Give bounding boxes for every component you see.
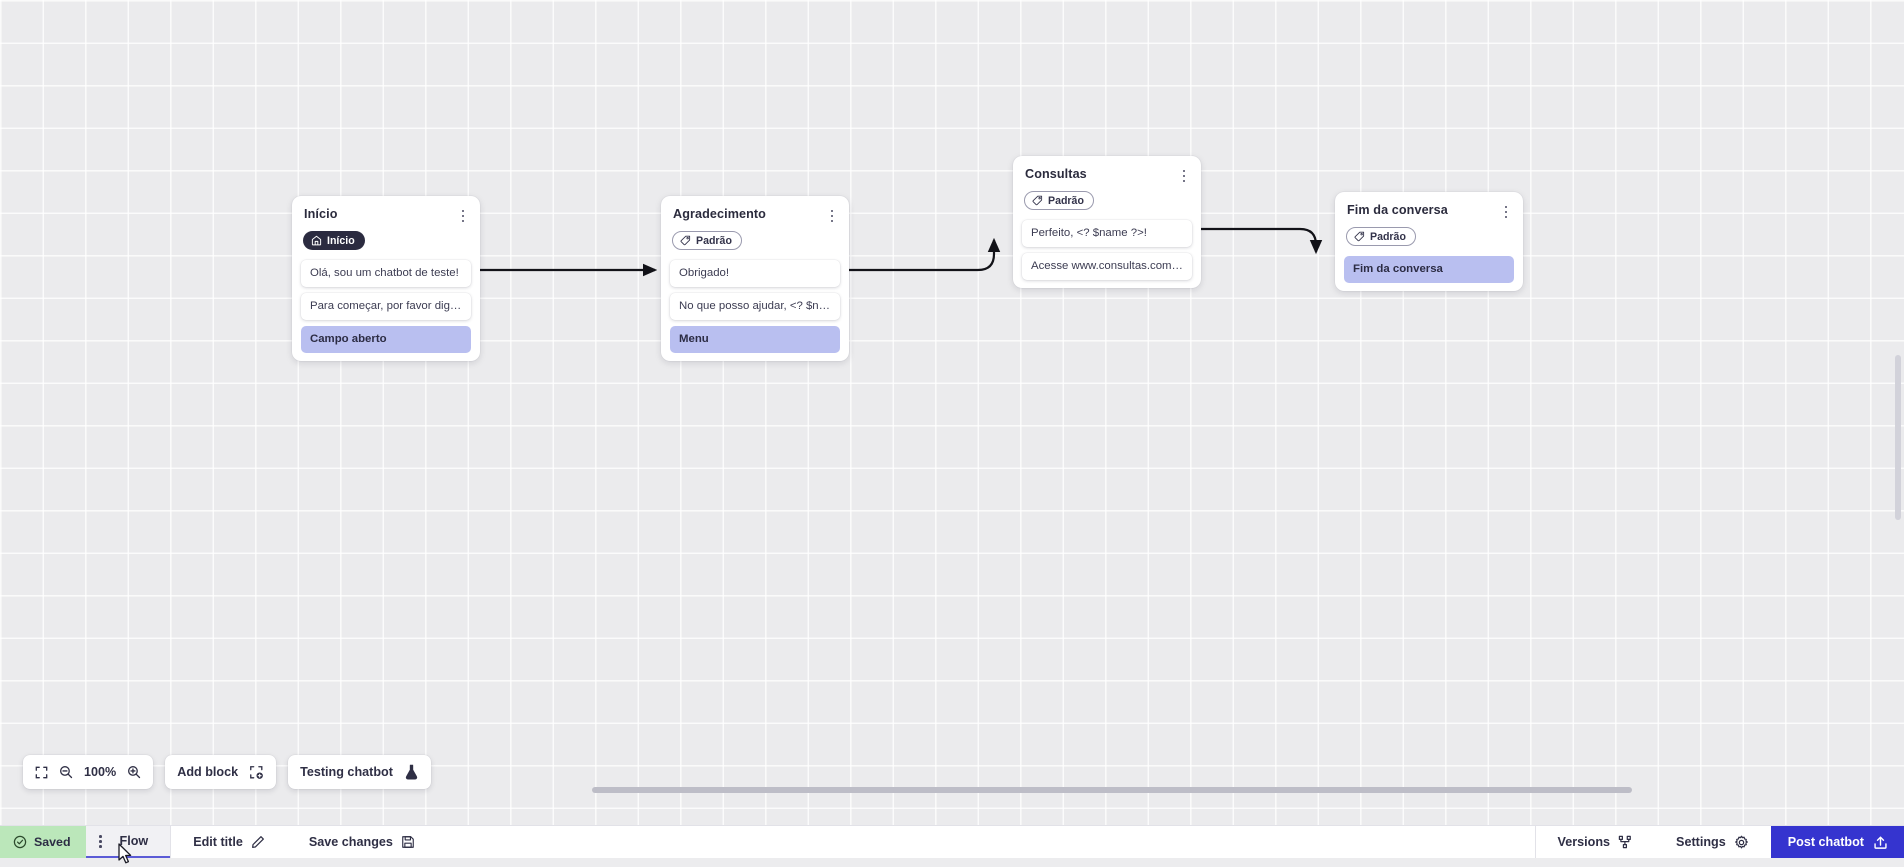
testing-chatbot-button[interactable]: Testing chatbot xyxy=(288,755,431,789)
kebab-menu-icon[interactable] xyxy=(825,208,839,224)
horizontal-scrollbar-thumb[interactable] xyxy=(592,787,1632,793)
connector-consultas-fim xyxy=(1201,229,1316,252)
settings-label: Settings xyxy=(1676,835,1726,849)
edit-title-label: Edit title xyxy=(193,835,243,849)
zoom-in-icon[interactable] xyxy=(127,765,141,779)
connector-layer xyxy=(0,0,1904,825)
flow-tab-menu-icon[interactable] xyxy=(94,834,108,850)
block-header: Início xyxy=(301,205,471,224)
post-chatbot-label: Post chatbot xyxy=(1788,835,1864,849)
canvas-toolbar[interactable]: 100% Add block Testing chatbot xyxy=(23,755,431,789)
block-message[interactable]: Para começar, por favor digite o ... xyxy=(301,293,471,320)
edit-title-button[interactable]: Edit title xyxy=(171,826,287,858)
block-badge-label: Início xyxy=(327,235,355,247)
block-message-list: Fim da conversa xyxy=(1344,256,1514,283)
zoom-out-icon[interactable] xyxy=(59,765,73,779)
upload-icon[interactable] xyxy=(1873,835,1888,850)
block-title: Agradecimento xyxy=(673,207,766,221)
block-message-accent[interactable]: Campo aberto xyxy=(301,326,471,353)
block-badge-row: Padrão xyxy=(1022,184,1192,212)
block-message-list: Obrigado! No que posso ajudar, <? $name .… xyxy=(670,260,840,353)
block-badge-default[interactable]: Padrão xyxy=(672,231,742,250)
block-message-accent[interactable]: Menu xyxy=(670,326,840,353)
block-message[interactable]: Obrigado! xyxy=(670,260,840,287)
block-badge-default[interactable]: Padrão xyxy=(1346,227,1416,246)
block-title: Fim da conversa xyxy=(1347,203,1448,217)
block-message-list: Perfeito, <? $name ?>! Acesse www.consult… xyxy=(1022,220,1192,280)
tab-flow-label: Flow xyxy=(120,834,149,848)
kebab-menu-icon[interactable] xyxy=(456,208,470,224)
bottom-status-bar: Saved Flow Edit title Save changes Versi… xyxy=(0,825,1904,858)
kebab-menu-icon[interactable] xyxy=(1499,204,1513,220)
add-block-button[interactable]: Add block xyxy=(165,755,276,789)
fit-screen-icon[interactable] xyxy=(35,766,48,779)
block-message-list: Olá, sou um chatbot de teste! Para começa… xyxy=(301,260,471,353)
block-message[interactable]: Perfeito, <? $name ?>! xyxy=(1022,220,1192,247)
block-title: Início xyxy=(304,207,338,221)
save-changes-button[interactable]: Save changes xyxy=(287,826,437,858)
saved-label: Saved xyxy=(34,835,71,849)
bottom-bar-spacer xyxy=(437,826,1535,858)
versions-label: Versions xyxy=(1558,835,1611,849)
kebab-menu-icon[interactable] xyxy=(1177,168,1191,184)
block-message[interactable]: Olá, sou um chatbot de teste! xyxy=(301,260,471,287)
vertical-scrollbar-thumb[interactable] xyxy=(1895,355,1901,520)
block-badge-row: Padrão xyxy=(670,224,840,252)
block-badge-start[interactable]: Início xyxy=(303,231,365,250)
block-badge-label: Padrão xyxy=(696,235,732,247)
add-block-icon[interactable] xyxy=(249,765,264,780)
home-icon xyxy=(311,235,322,246)
block-message[interactable]: Acesse www.consultas.com par... xyxy=(1022,253,1192,280)
block-badge-label: Padrão xyxy=(1048,195,1084,207)
block-message[interactable]: No que posso ajudar, <? $name ... xyxy=(670,293,840,320)
vertical-scrollbar[interactable] xyxy=(1894,0,1903,810)
branch-icon[interactable] xyxy=(1618,835,1632,849)
block-badge-default[interactable]: Padrão xyxy=(1024,191,1094,210)
add-block-label: Add block xyxy=(177,765,238,779)
tag-icon xyxy=(1032,195,1043,206)
check-circle-icon xyxy=(13,835,27,849)
flask-icon[interactable] xyxy=(404,764,419,780)
versions-button[interactable]: Versions xyxy=(1536,826,1655,858)
saved-status-badge: Saved xyxy=(0,826,86,858)
block-header: Consultas xyxy=(1022,165,1192,184)
zoom-level-label: 100% xyxy=(84,765,116,779)
testing-chatbot-label: Testing chatbot xyxy=(300,765,393,779)
block-header: Agradecimento xyxy=(670,205,840,224)
block-header: Fim da conversa xyxy=(1344,201,1514,220)
settings-button[interactable]: Settings xyxy=(1654,826,1771,858)
tab-flow[interactable]: Flow xyxy=(86,826,171,858)
save-changes-label: Save changes xyxy=(309,835,393,849)
gear-icon[interactable] xyxy=(1734,835,1749,850)
block-badge-row: Padrão xyxy=(1344,220,1514,248)
zoom-controls-group[interactable]: 100% xyxy=(23,755,153,789)
tag-icon xyxy=(680,235,691,246)
tag-icon xyxy=(1354,231,1365,242)
post-chatbot-button[interactable]: Post chatbot xyxy=(1771,826,1904,858)
block-badge-label: Padrão xyxy=(1370,231,1406,243)
block-badge-row: Início xyxy=(301,224,471,252)
block-title: Consultas xyxy=(1025,167,1087,181)
block-message-accent[interactable]: Fim da conversa xyxy=(1344,256,1514,283)
pencil-icon[interactable] xyxy=(251,835,265,849)
connector-agradecimento-consultas xyxy=(849,240,994,270)
save-disk-icon[interactable] xyxy=(401,835,415,849)
